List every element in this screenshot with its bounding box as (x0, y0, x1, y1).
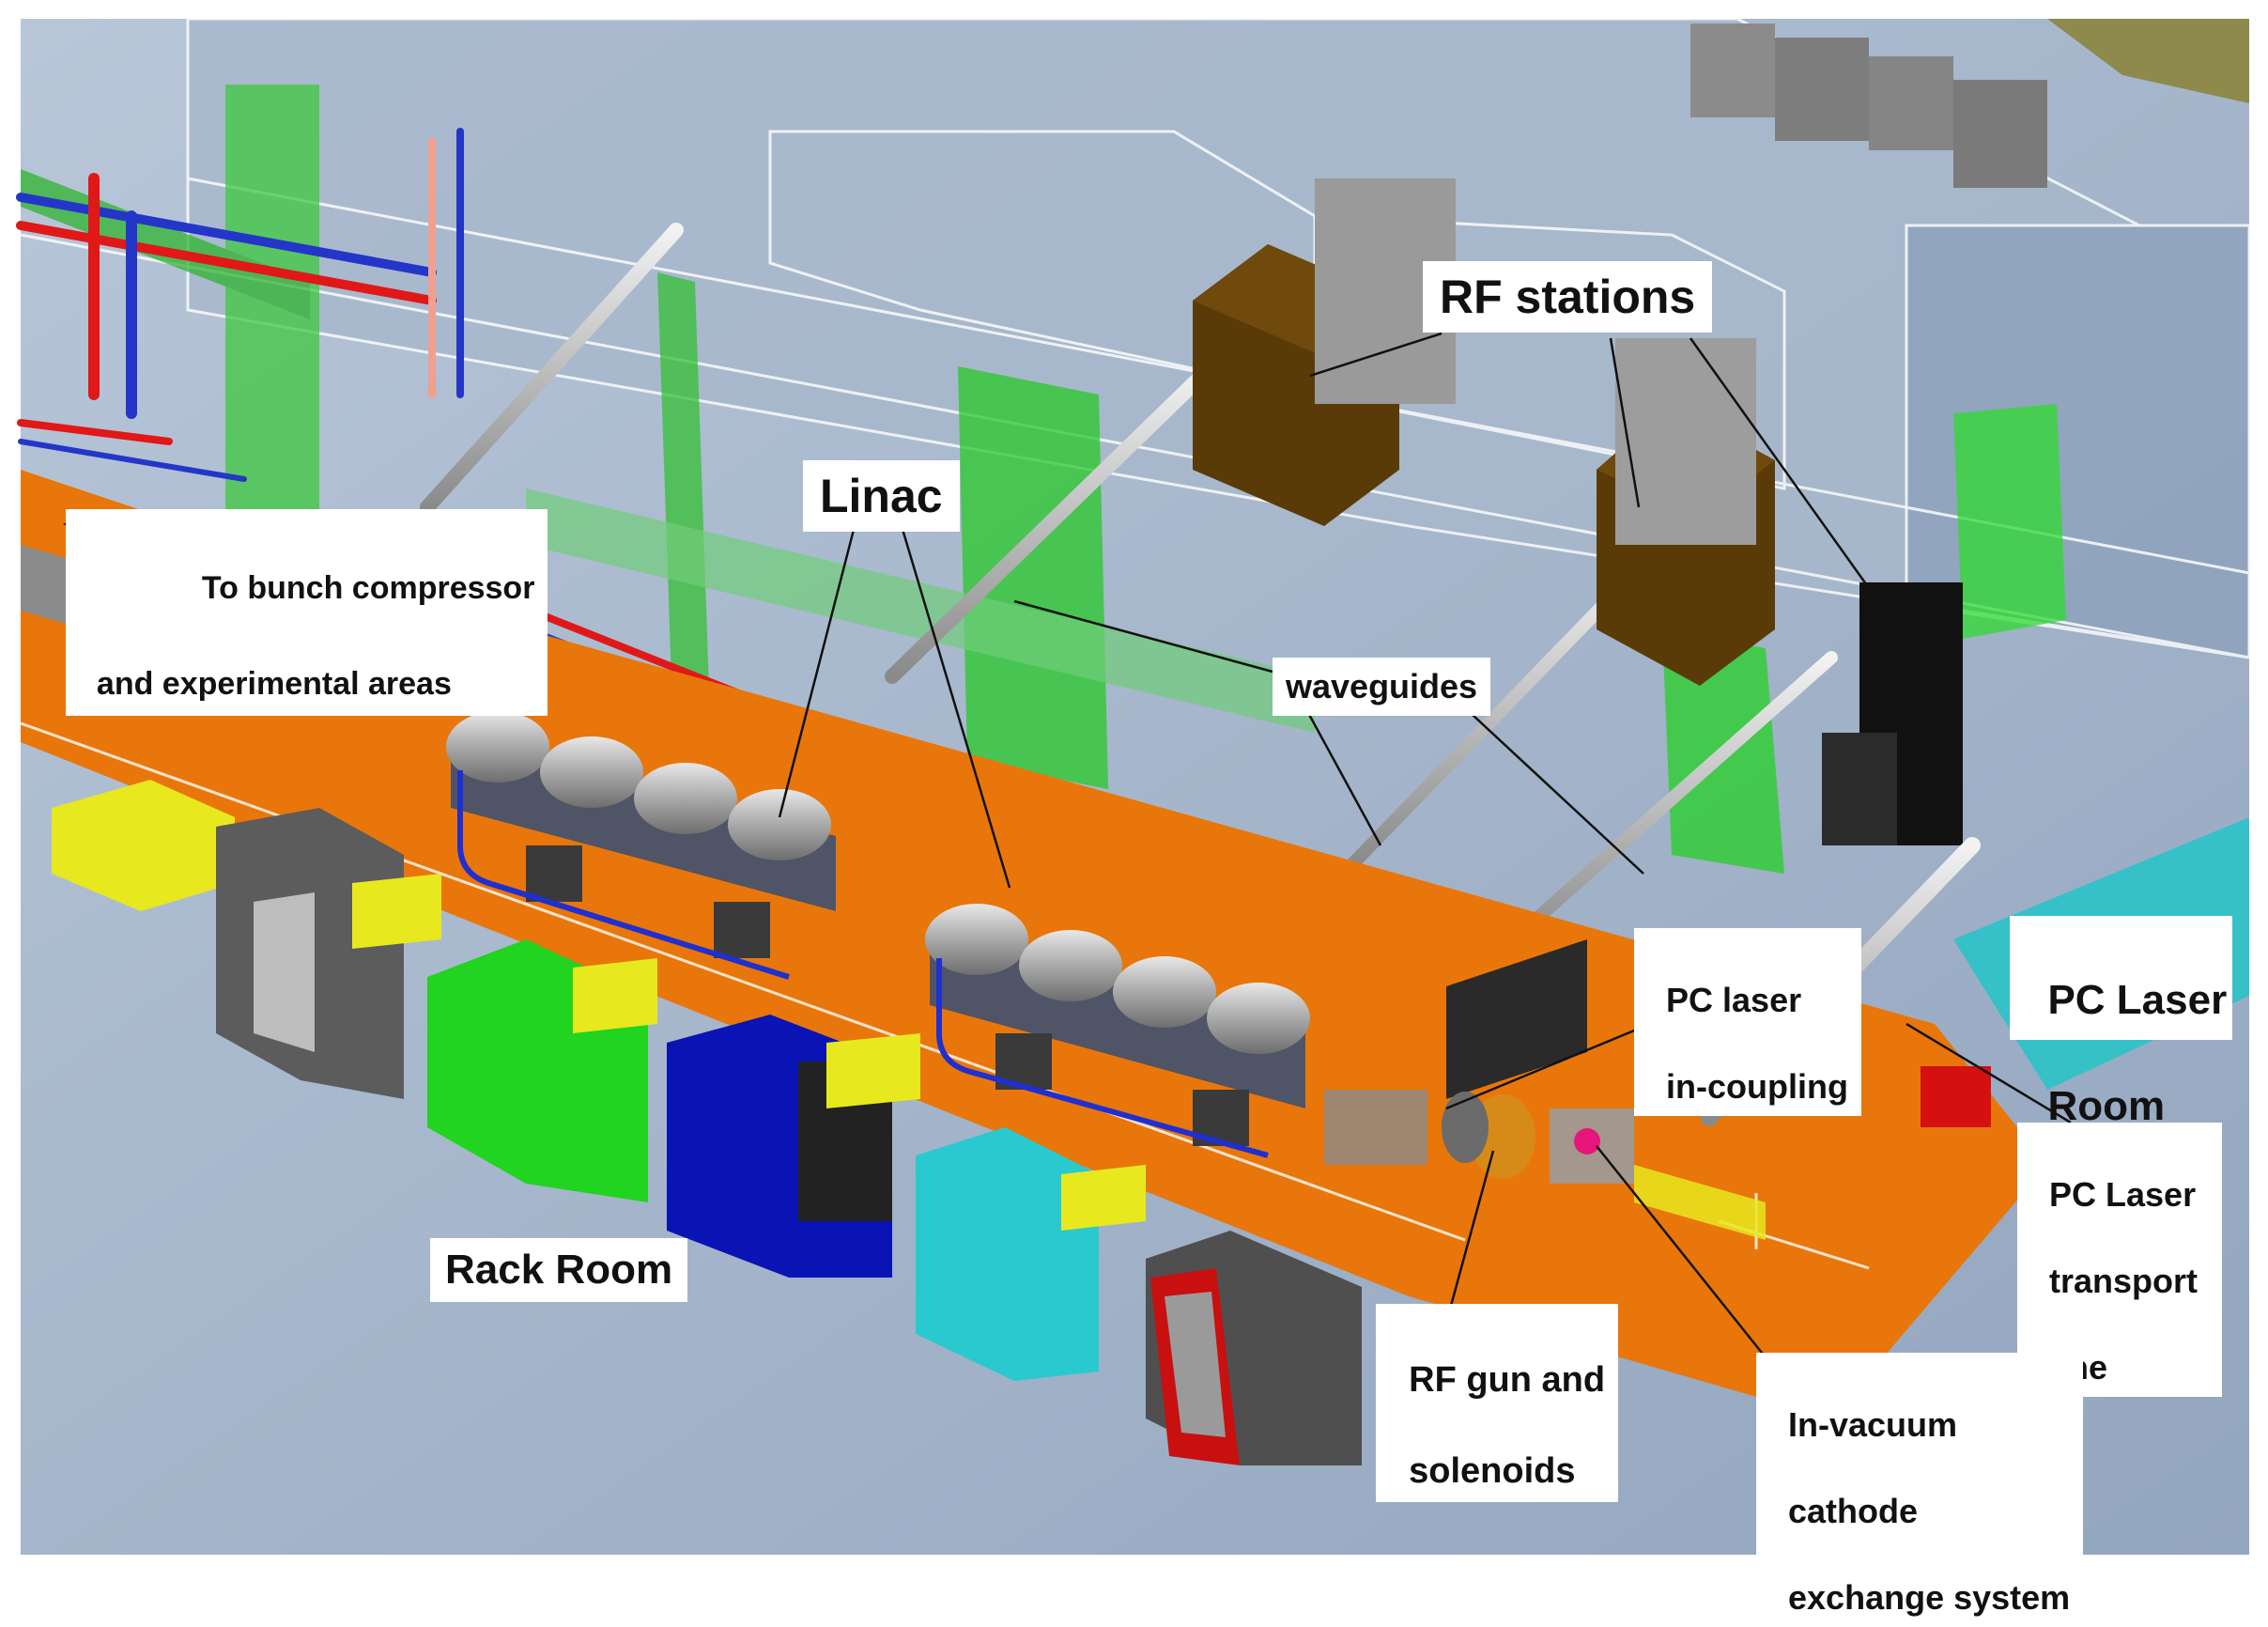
label-rf-gun: RF gun and solenoids (1376, 1304, 1619, 1502)
label-waveguides: waveguides (1273, 658, 1491, 717)
label-bunch-compressor: To bunch compressor and experimental are… (66, 509, 548, 716)
label-pc-laser-transport: PC Laser transport line (2017, 1123, 2222, 1398)
klystron-boxes (1193, 178, 1963, 845)
label-bunch-compressor-line1: To bunch compressor (201, 570, 535, 606)
label-pc-laser-incoupling: PC laser in-coupling (1634, 928, 1861, 1117)
label-pc-laser-incoupling-line2: in-coupling (1666, 1067, 1848, 1107)
label-pc-laser-incoupling-line1: PC laser (1666, 981, 1802, 1020)
rf-gun-region (1324, 1090, 1766, 1240)
label-cathode-exchange: In-vacuum cathode exchange system (1756, 1353, 2084, 1627)
label-bunch-compressor-line2: and experimental areas (96, 666, 452, 702)
linac-module-2 (925, 904, 1310, 1158)
label-pc-laser-transport-line2: transport (2049, 1262, 2199, 1301)
label-cathode-line1: In-vacuum (1788, 1405, 1958, 1445)
label-pc-laser-transport-line1: PC Laser (2049, 1175, 2197, 1215)
label-pc-laser-room-line1: PC Laser (2047, 977, 2228, 1024)
label-cathode-line3: exchange system (1788, 1578, 2071, 1618)
label-linac: Linac (803, 460, 960, 532)
rack-cabinets (52, 780, 1362, 1465)
label-pc-laser-room: PC Laser Room (2010, 916, 2232, 1129)
facility-3d-diagram (16, 19, 2249, 1555)
label-rf-gun-line2: solenoids (1409, 1450, 1576, 1491)
label-rack-room: Rack Room (430, 1238, 688, 1303)
label-rf-stations: RF stations (1423, 261, 1713, 333)
label-rf-gun-line1: RF gun and (1409, 1359, 1606, 1400)
label-cathode-line2: cathode (1788, 1492, 1919, 1531)
top-cabinets (1690, 19, 2249, 188)
label-pc-laser-room-line2: Room (2047, 1082, 2166, 1129)
waveguide-pipes (420, 223, 1838, 955)
linac-module-1 (446, 711, 831, 980)
